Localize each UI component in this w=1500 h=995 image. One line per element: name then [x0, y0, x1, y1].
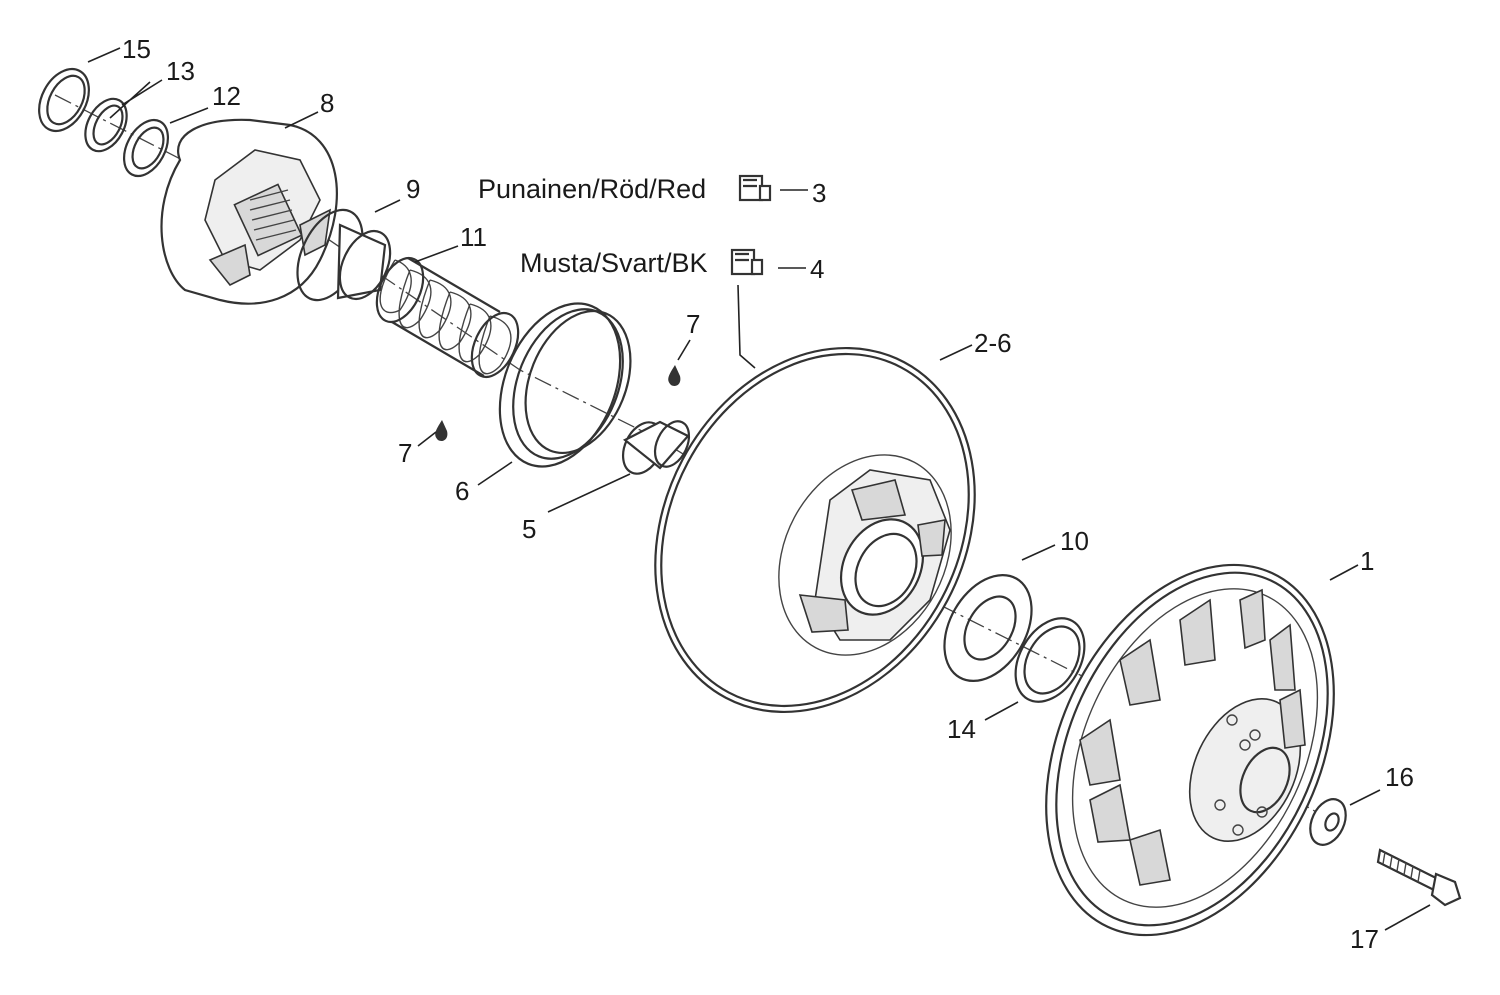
red-weight-icon: [738, 174, 772, 202]
callout-10: 10: [1060, 526, 1089, 556]
part-6-ring: [498, 302, 632, 468]
part-11-spring: [375, 256, 520, 379]
callout-12: 12: [212, 81, 241, 111]
callout-4: 4: [810, 254, 824, 284]
callout-1: 1: [1360, 546, 1374, 576]
callout-17: 17: [1350, 924, 1379, 954]
callout-14: 14: [947, 714, 976, 744]
part-5-bushing: [621, 420, 691, 475]
leader-lines: [87, 47, 1431, 931]
callout-7-top: 7: [686, 309, 700, 339]
black-weight-label: Musta/Svart/BK: [520, 248, 708, 278]
part-12-washer: [122, 118, 170, 178]
callout-2-6: 2-6: [974, 328, 1012, 358]
part-13-retaining-ring: [84, 97, 128, 153]
part-2-6-sheave: [654, 346, 976, 714]
part-8-cam: [160, 118, 338, 305]
grease-drop-icon-2: [435, 420, 448, 441]
callout-16: 16: [1385, 762, 1414, 792]
callout-15: 15: [122, 34, 151, 64]
part-14-shim: [1014, 617, 1086, 703]
callout-6: 6: [455, 476, 469, 506]
callout-7-left: 7: [398, 438, 412, 468]
part-15-snap-ring: [38, 67, 90, 133]
callout-9: 9: [406, 174, 420, 204]
black-weight-icon: [730, 248, 764, 276]
grease-drop-icon: [668, 365, 681, 386]
callout-11: 11: [460, 222, 487, 252]
red-weight-label: Punainen/Röd/Red: [478, 174, 706, 204]
part-17-bolt: [1376, 848, 1462, 907]
callout-13: 13: [166, 56, 195, 86]
callout-5: 5: [522, 514, 536, 544]
part-1-fixed-sheave: [1045, 563, 1335, 937]
callout-8: 8: [320, 88, 334, 118]
part-16-washer: [1309, 798, 1347, 846]
callout-3: 3: [812, 178, 826, 208]
part-10-shim: [943, 574, 1033, 682]
